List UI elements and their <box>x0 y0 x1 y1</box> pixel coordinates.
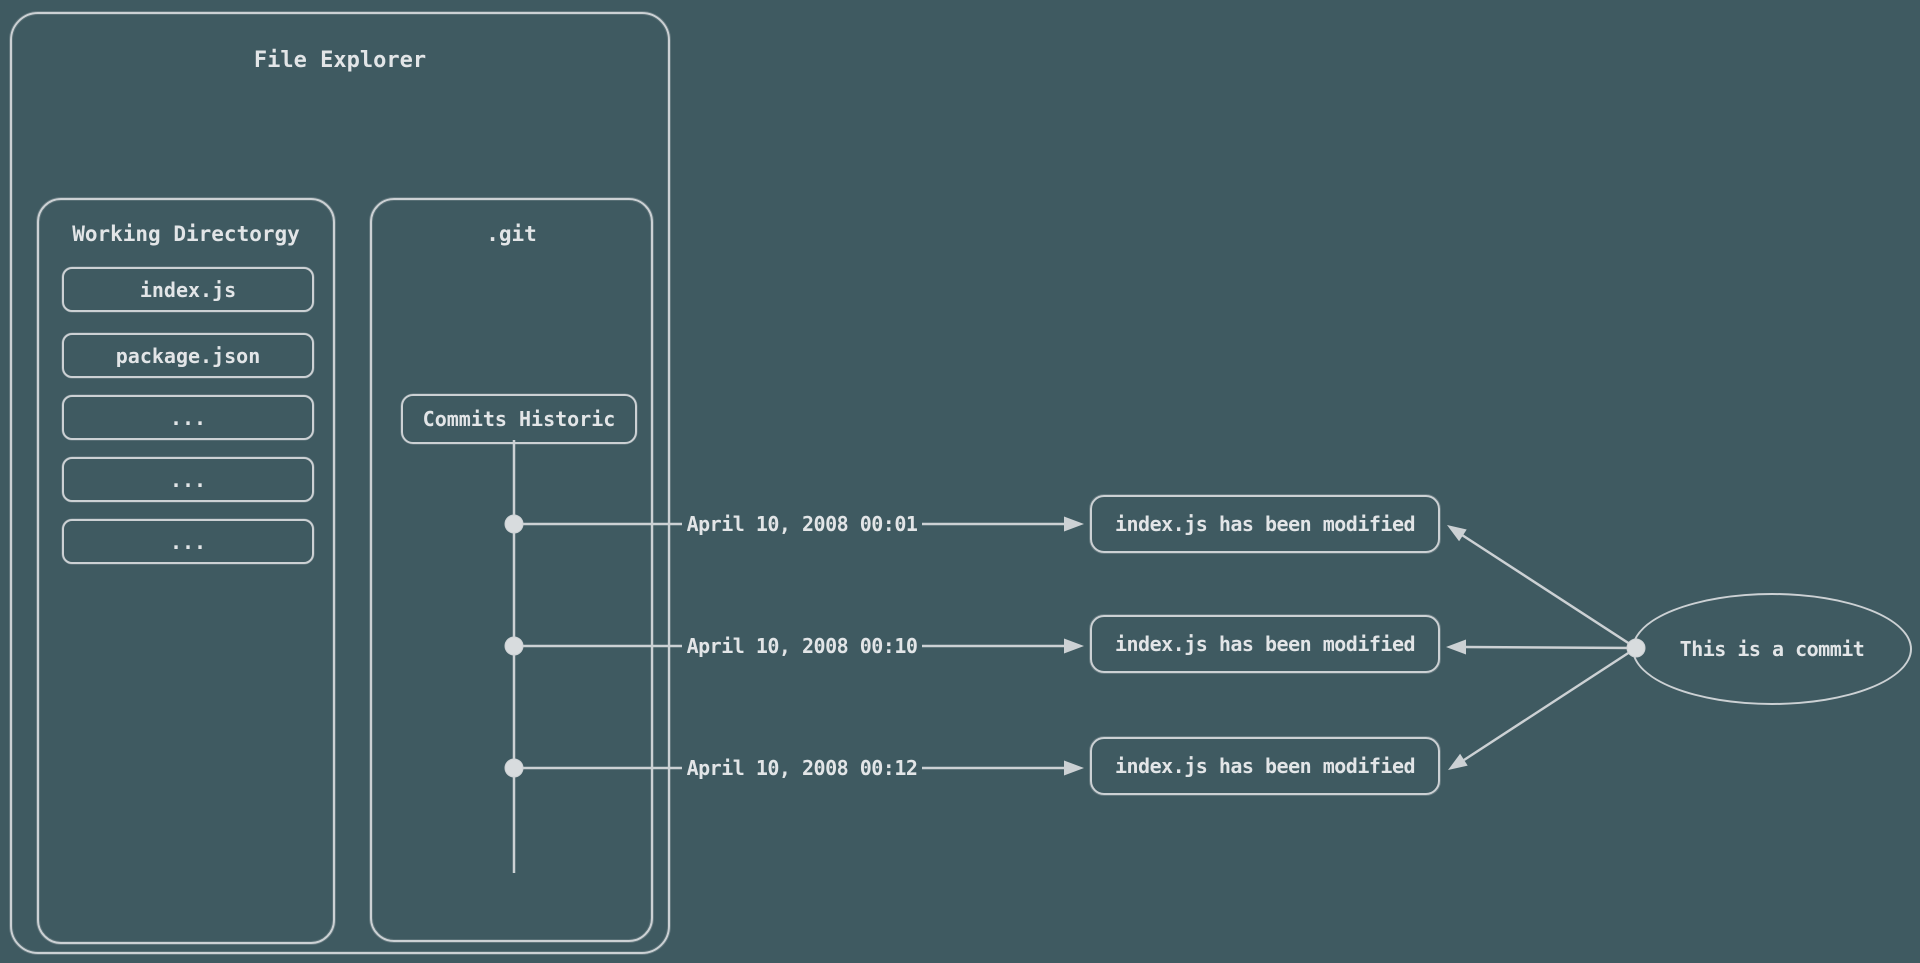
annotation-arrow-2 <box>1463 645 1637 650</box>
annotation-arrow-1 <box>1461 533 1637 650</box>
file-explorer-box: File Explorer Working Directorgy index.j… <box>10 12 670 954</box>
commit-annotation-label: This is a commit <box>1679 637 1865 661</box>
annotation-arrow-1-head <box>1447 525 1467 542</box>
file-explorer-title: File Explorer <box>253 48 427 73</box>
commit-date-2: April 10, 2008 00:10 <box>682 632 922 660</box>
annotation-arrow-3 <box>1463 646 1637 762</box>
commit-annotation-ellipse: This is a commit <box>1632 593 1912 705</box>
commit-date-1: April 10, 2008 00:01 <box>682 510 922 538</box>
git-folder-title: .git <box>486 222 537 246</box>
working-directory-title: Working Directorgy <box>72 222 300 246</box>
file-item-ellipsis-3: ... <box>62 519 314 564</box>
git-folder-box: .git Commits Historic <box>370 198 653 942</box>
commit-message-box-2: index.js has been modified <box>1090 615 1440 673</box>
annotation-arrow-2-head <box>1446 639 1466 655</box>
commit-message-box-3: index.js has been modified <box>1090 737 1440 795</box>
commits-historic-box: Commits Historic <box>401 394 637 444</box>
file-item-ellipsis-2: ... <box>62 457 314 502</box>
commit-arrow-2-head <box>1064 638 1084 654</box>
file-item-packagejson: package.json <box>62 333 314 378</box>
commit-arrow-1-head <box>1064 516 1084 532</box>
working-directory-box: Working Directorgy index.js package.json… <box>37 198 335 944</box>
annotation-arrow-3-head <box>1448 753 1468 770</box>
commit-message-3: index.js has been modified <box>1114 754 1416 778</box>
commits-historic-label: Commits Historic <box>422 407 616 431</box>
commit-message-box-1: index.js has been modified <box>1090 495 1440 553</box>
commit-message-1: index.js has been modified <box>1114 512 1416 536</box>
commit-date-3: April 10, 2008 00:12 <box>682 754 922 782</box>
commit-message-2: index.js has been modified <box>1114 632 1416 656</box>
file-item-ellipsis-1: ... <box>62 395 314 440</box>
file-item-indexjs: index.js <box>62 267 314 312</box>
commit-arrow-3-head <box>1064 760 1084 776</box>
